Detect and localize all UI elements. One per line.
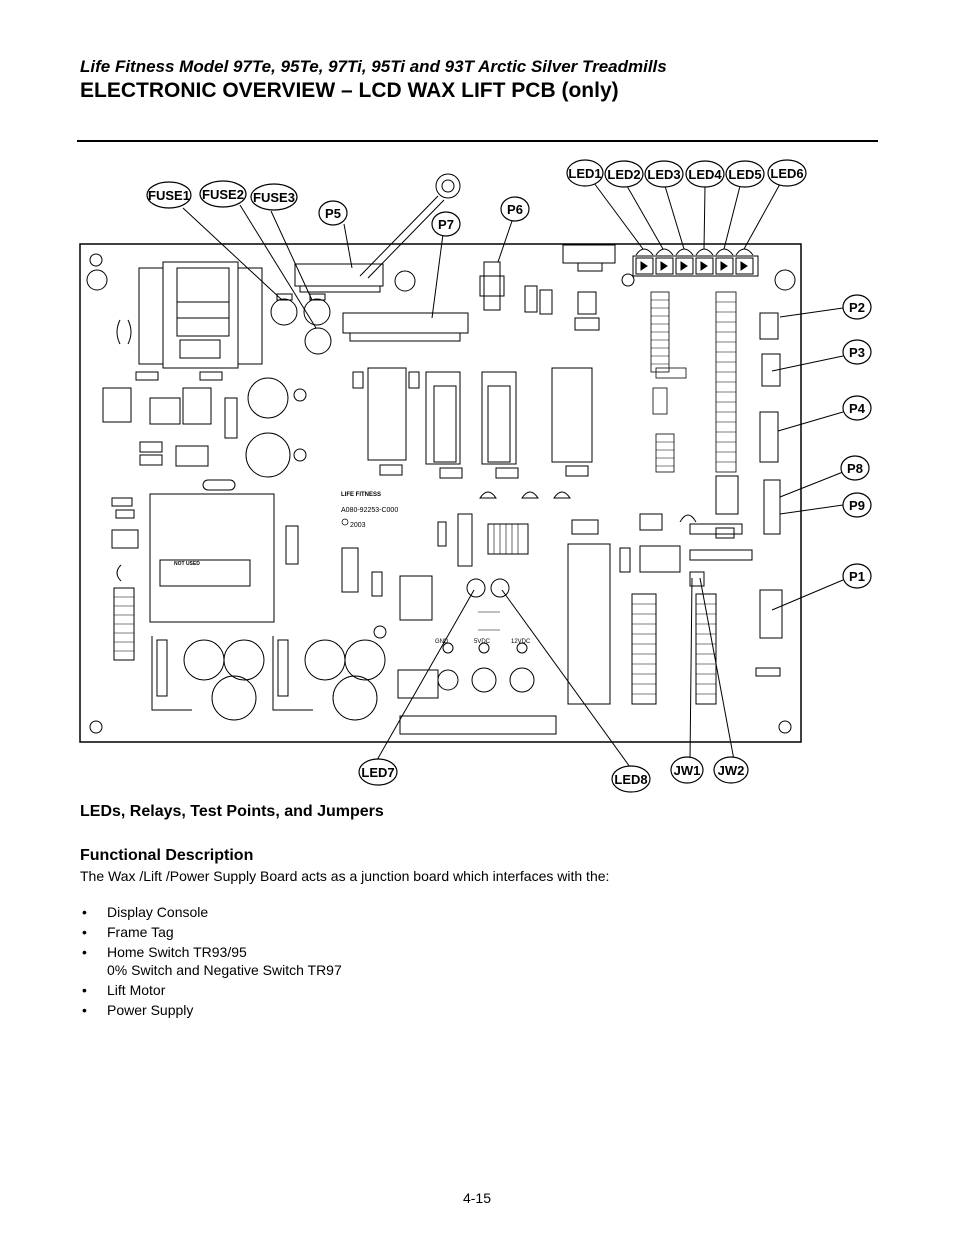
- 5vdc-label: 5VDC: [474, 639, 491, 645]
- board-year-label: 2003: [350, 522, 366, 529]
- list-item: Frame Tag: [80, 923, 342, 941]
- interface-list: Display Console Frame Tag Home Switch TR…: [80, 903, 342, 1021]
- p5-callout: P5: [325, 206, 341, 221]
- document-subtitle: Life Fitness Model 97Te, 95Te, 97Ti, 95T…: [80, 57, 667, 76]
- p8-callout: P8: [847, 461, 863, 476]
- functional-description-heading: Functional Description: [80, 847, 254, 864]
- board-maker-label: LIFE FITNESS: [341, 492, 381, 498]
- p3-callout: P3: [849, 345, 865, 360]
- not-used-label: NOT USED: [174, 561, 200, 567]
- p4-callout: P4: [849, 401, 866, 416]
- led4-callout: LED4: [688, 167, 722, 182]
- list-item: Lift Motor: [80, 981, 342, 999]
- list-item: Display Console: [80, 903, 342, 921]
- functional-description-text: The Wax /Lift /Power Supply Board acts a…: [80, 868, 610, 884]
- led6-callout: LED6: [770, 166, 803, 181]
- jw2-callout: JW2: [718, 763, 745, 778]
- p7-callout: P7: [438, 217, 454, 232]
- led2-callout: LED2: [607, 167, 640, 182]
- jw1-callout: JW1: [674, 763, 701, 778]
- fuse2-callout: FUSE2: [202, 187, 244, 202]
- fuse1-callout: FUSE1: [148, 188, 190, 203]
- p2-callout: P2: [849, 300, 865, 315]
- led8-callout: LED8: [614, 772, 647, 787]
- document-title: ELECTRONIC OVERVIEW – LCD WAX LIFT PCB (…: [80, 79, 619, 102]
- title-rule: [77, 140, 878, 142]
- bullet-display-console: Display Console: [107, 904, 209, 920]
- fuse3-callout: FUSE3: [253, 190, 295, 205]
- board-part-label: A080-92253-C000: [341, 507, 398, 514]
- bullet-zero-switch: 0% Switch and Negative Switch TR97: [107, 962, 342, 978]
- p6-callout: P6: [507, 202, 523, 217]
- p9-callout: P9: [849, 498, 865, 513]
- led1-callout: LED1: [568, 166, 601, 181]
- leds-section-heading: LEDs, Relays, Test Points, and Jumpers: [80, 803, 384, 820]
- led5-callout: LED5: [728, 167, 761, 182]
- led3-callout: LED3: [647, 167, 680, 182]
- p1-callout: P1: [849, 569, 865, 584]
- list-item: Power Supply: [80, 1001, 342, 1019]
- page-number: 4-15: [462, 1190, 492, 1206]
- bullet-home-switch: Home Switch TR93/95: [107, 944, 247, 960]
- list-item: Home Switch TR93/95 0% Switch and Negativ…: [80, 943, 342, 979]
- bullet-lift-motor: Lift Motor: [107, 982, 166, 998]
- bullet-frame-tag: Frame Tag: [107, 924, 174, 940]
- bullet-power-supply: Power Supply: [107, 1002, 194, 1018]
- gnd-label: GND: [435, 639, 449, 645]
- led7-callout: LED7: [361, 765, 394, 780]
- 12vdc-label: 12VDC: [511, 639, 531, 645]
